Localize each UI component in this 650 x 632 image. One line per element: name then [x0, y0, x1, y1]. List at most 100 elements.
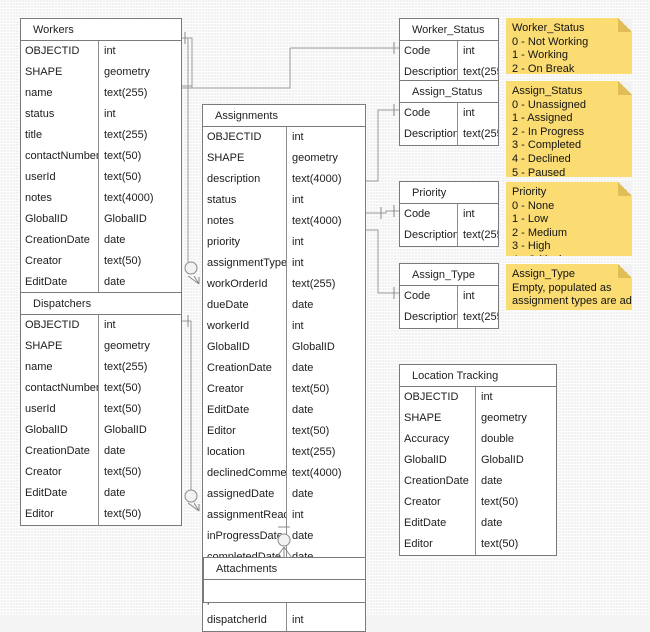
field-name: name: [21, 83, 99, 104]
field-type: text(50): [104, 382, 142, 394]
field-type: int: [104, 319, 116, 331]
field-name: SHAPE: [21, 336, 99, 357]
note-line: assignment types are added: [512, 295, 632, 308]
field-type: text(50): [292, 425, 330, 437]
note-line: 4 - Declined: [512, 152, 571, 165]
note-line: 1 - Assigned: [512, 112, 573, 125]
field-name: Accuracy: [400, 429, 476, 450]
field-type: int: [481, 391, 493, 403]
field-type: date: [104, 276, 126, 288]
field-type: text(255): [463, 128, 498, 140]
field-name: Editor: [21, 504, 99, 525]
table-row: Editor text(50): [21, 504, 181, 525]
field-type: text(255): [463, 311, 498, 323]
note-line: 1 - Low: [512, 213, 549, 226]
field-type: text(50): [104, 508, 142, 520]
field-name: priority: [203, 232, 287, 253]
field-type: GlobalID: [292, 341, 335, 353]
table-row: CreationDate date: [400, 471, 556, 492]
field-type: text(255): [104, 129, 148, 141]
field-type: text(255): [104, 87, 148, 99]
field-type: GlobalID: [104, 213, 147, 225]
field-name: CreationDate: [203, 358, 287, 379]
field-type: int: [104, 45, 116, 57]
table-row: contactNumber text(50): [21, 378, 181, 399]
field-type: int: [292, 320, 304, 332]
field-type: int: [292, 509, 304, 521]
field-name: EditDate: [203, 400, 287, 421]
field-type: date: [292, 404, 314, 416]
field-type: geometry: [104, 340, 150, 352]
table-row: assignmentRead int: [203, 505, 365, 526]
field-name: workOrderId: [203, 274, 287, 295]
entity-attachments[interactable]: Attachments: [203, 557, 366, 603]
field-name: name: [21, 357, 99, 378]
field-name: CreationDate: [21, 230, 99, 251]
note-line: Empty, populated as: [512, 281, 612, 294]
table-row: GlobalID GlobalID: [203, 337, 365, 358]
field-name: EditDate: [21, 272, 99, 293]
field-name: status: [203, 190, 287, 211]
field-name: GlobalID: [203, 337, 287, 358]
field-name: OBJECTID: [203, 127, 287, 148]
field-name: Editor: [400, 534, 476, 555]
note-line: 2 - In Progress: [512, 125, 585, 138]
field-type: text(50): [104, 255, 142, 267]
field-type: date: [292, 530, 314, 542]
field-type: text(255): [292, 278, 336, 290]
field-type: GlobalID: [104, 424, 147, 436]
field-name: dispatcherId: [203, 610, 287, 631]
field-name: CreationDate: [400, 471, 476, 492]
field-name: location: [203, 442, 287, 463]
field-name: GlobalID: [400, 450, 476, 471]
field-type: text(4000): [292, 215, 342, 227]
field-type: text(50): [104, 150, 142, 162]
table-row: name text(255): [21, 83, 181, 104]
field-name: Creator: [203, 379, 287, 400]
field-type: GlobalID: [481, 454, 524, 466]
field-name: contactNumber: [21, 378, 99, 399]
table-row: SHAPE geometry: [21, 336, 181, 357]
field-name: Description: [400, 225, 458, 246]
line-assignments-priority: [366, 210, 399, 214]
field-name: notes: [21, 188, 99, 209]
entity-worker-status[interactable]: Worker_Status CodeintDescriptiontext(255…: [399, 18, 499, 84]
note-line: 4 - Critical: [512, 254, 626, 256]
field-name: assignmentRead: [203, 505, 287, 526]
entity-assign-status[interactable]: Assign_Status CodeintDescriptiontext(255…: [399, 80, 499, 146]
field-type: text(50): [104, 466, 142, 478]
field-type: date: [481, 475, 503, 487]
note-fold-icon: [618, 182, 632, 196]
